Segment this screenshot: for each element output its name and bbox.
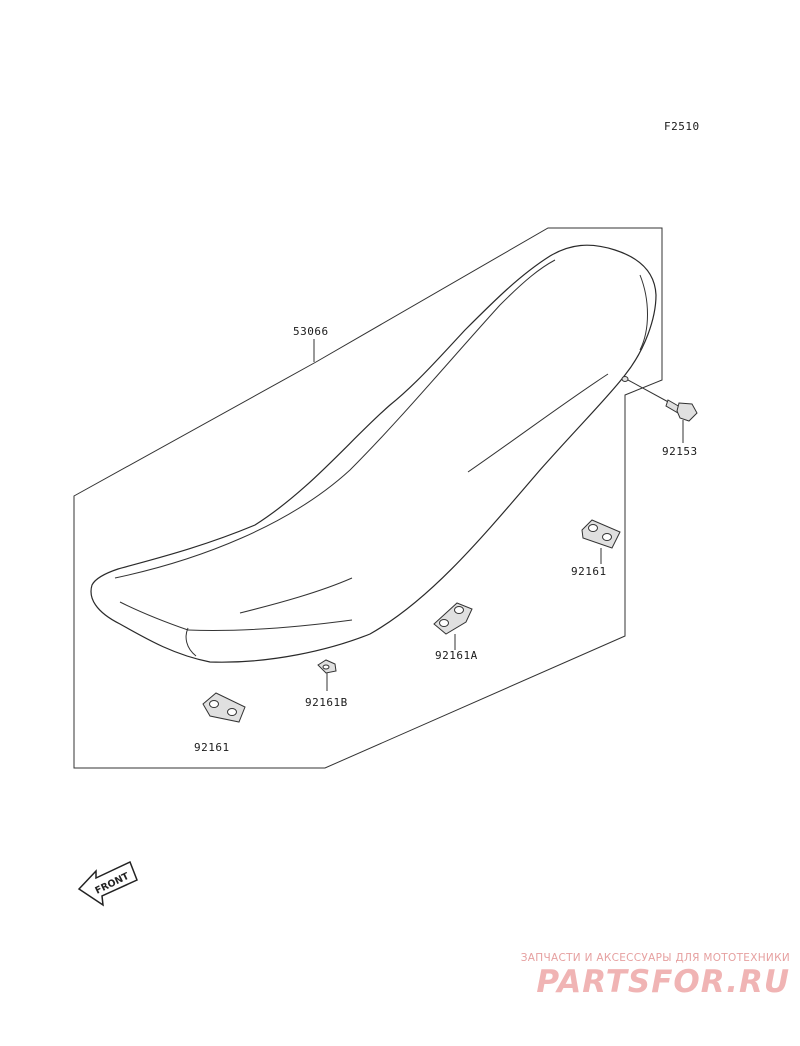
bolt-part-number: 92153: [662, 445, 698, 458]
pad-left-body: [202, 692, 246, 723]
pad-b-hole: [322, 664, 330, 670]
bolt-tip: [621, 376, 629, 382]
seat-drawing: [90, 244, 657, 663]
bolt-drawing: [621, 376, 698, 422]
seat-top-ridge: [114, 259, 556, 579]
seat-bottom-line: [187, 619, 353, 631]
pad-a-drawing: [433, 602, 473, 635]
pad-a-body: [433, 602, 473, 635]
pad-right-hole-1: [588, 524, 598, 532]
front-arrow: FRONT: [77, 860, 138, 907]
front-arrow-edge: [95, 861, 131, 879]
seat-rear-edge: [639, 274, 648, 351]
pad-right-part-number: 92161: [571, 565, 607, 578]
assembly-outline: [73, 227, 663, 769]
seat-crease: [185, 627, 197, 657]
seat-part-number: 53066: [293, 325, 329, 338]
pad-left-hole-1: [209, 700, 219, 708]
seat-edge-line: [119, 601, 189, 631]
pad-left-drawing: [202, 692, 246, 723]
pad-a-part-number: 92161A: [435, 649, 478, 662]
watermark-logo: PARTSFOR.RU: [536, 964, 790, 1000]
seat-side-line-rear: [467, 373, 609, 473]
pad-b-drawing: [317, 659, 337, 674]
pad-right-hole-2: [602, 533, 612, 541]
pad-a-hole-1: [439, 619, 449, 627]
seat-side-line-front: [239, 577, 353, 614]
figure-code: F2510: [664, 120, 700, 133]
pad-right-drawing: [581, 519, 621, 549]
bolt-head: [676, 402, 698, 422]
pad-right-body: [581, 519, 621, 549]
pad-left-hole-2: [227, 708, 237, 716]
pad-left-part-number: 92161: [194, 741, 230, 754]
bolt-axis-line: [627, 379, 673, 405]
seat-outline: [90, 244, 657, 663]
watermark-tagline: ЗАПЧАСТИ И АКСЕССУАРЫ ДЛЯ МОТОТЕХНИКИ: [520, 952, 790, 964]
pad-a-hole-2: [454, 606, 464, 614]
pad-b-part-number: 92161B: [305, 696, 348, 709]
front-arrow-shape: [77, 860, 138, 907]
